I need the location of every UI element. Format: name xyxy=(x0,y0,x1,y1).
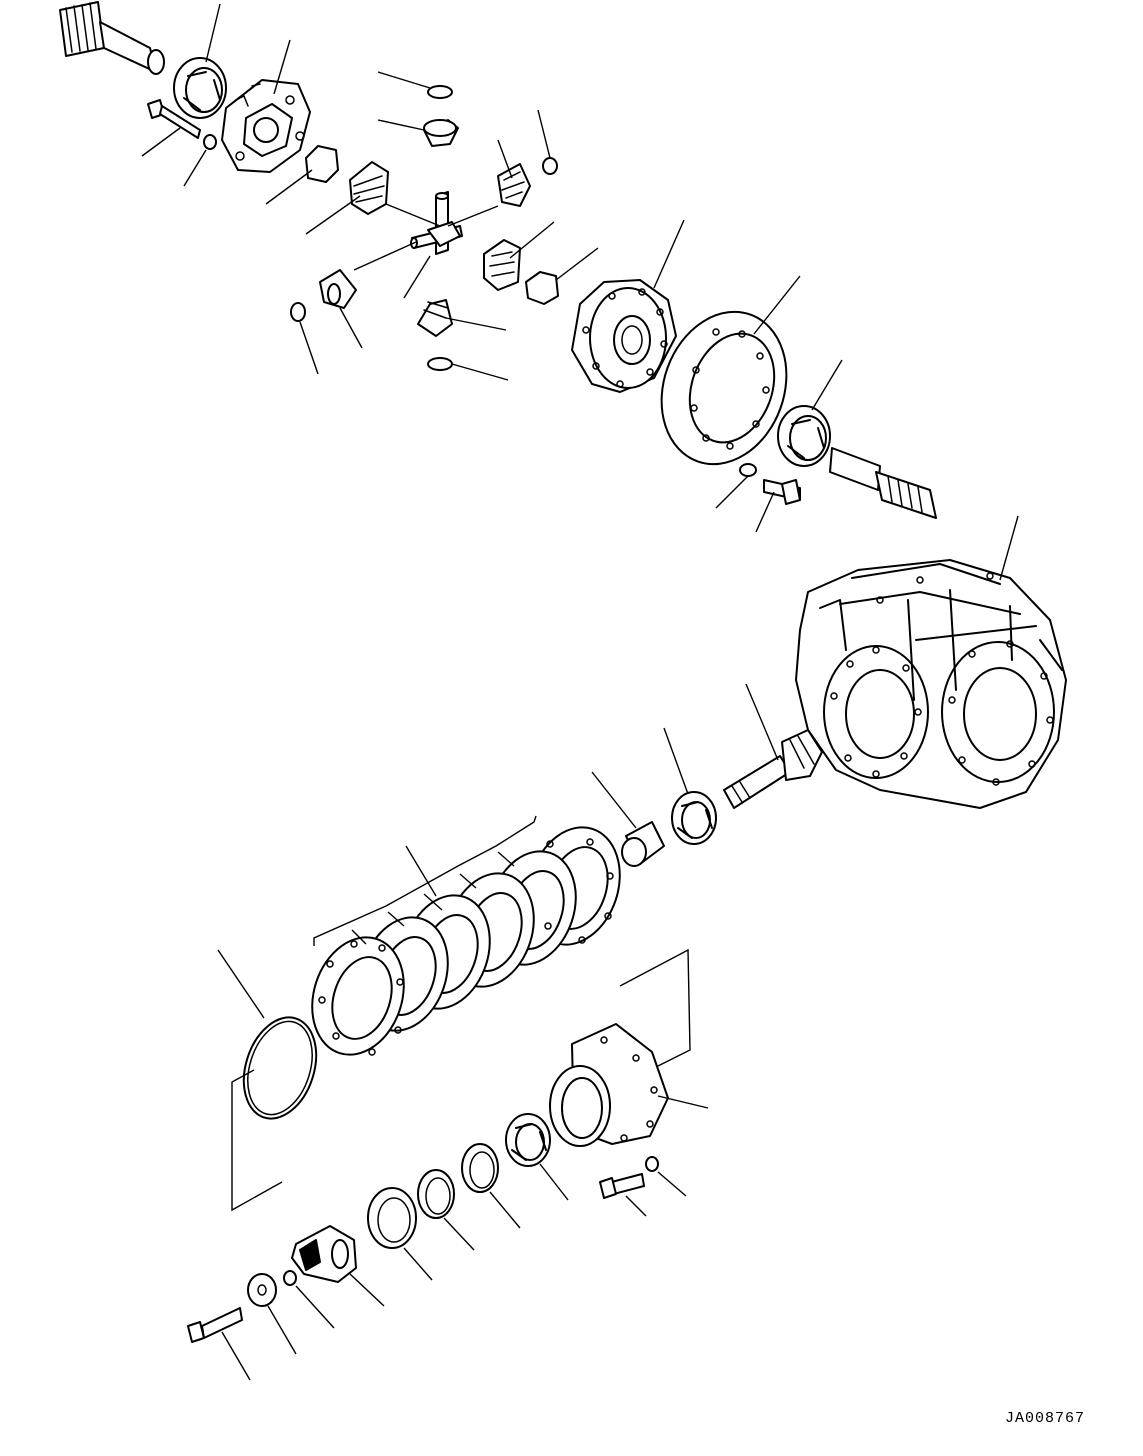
bearing-top-right xyxy=(777,405,831,467)
pinion-gear-top xyxy=(423,119,459,147)
spacer-ring-inner xyxy=(425,1177,451,1215)
pinion-gear-left xyxy=(319,269,357,309)
spacer-collar xyxy=(621,821,665,867)
washer-left-bottom xyxy=(290,302,306,322)
axle-housing xyxy=(795,559,1067,809)
thrust-washer-right xyxy=(525,271,559,305)
spacer-ring xyxy=(417,1169,455,1219)
washer-right-top xyxy=(542,157,558,175)
bearing-top-left xyxy=(173,57,227,119)
right-axle-shaft xyxy=(829,447,937,519)
pinion-gear-right xyxy=(497,163,531,207)
bearing-middle xyxy=(671,791,717,845)
washer-bottom-center xyxy=(427,357,453,371)
bolt-hub xyxy=(599,1173,645,1199)
washer-top-center xyxy=(427,85,453,99)
side-gear-left xyxy=(349,161,389,215)
side-gear-right xyxy=(483,239,521,291)
washer-bottom-hole xyxy=(257,1284,267,1296)
washer-ring-gear xyxy=(739,463,757,477)
washer-hub xyxy=(645,1156,659,1172)
o-ring-inner xyxy=(247,1020,313,1116)
differential-case-right xyxy=(571,279,677,393)
drawing-code: JA008767 xyxy=(1005,1410,1086,1427)
pinion-gear-bottom xyxy=(417,299,453,337)
bearing-lower xyxy=(505,1113,551,1167)
brake-disc-stack xyxy=(311,826,621,1056)
bearing-race xyxy=(461,1143,499,1193)
thrust-washer-left xyxy=(305,145,339,183)
spider-cross xyxy=(410,191,463,255)
bolt-top-left xyxy=(147,99,201,139)
ring-gear xyxy=(660,310,788,466)
washer-top-left xyxy=(203,134,217,150)
o-ring-small xyxy=(283,1270,297,1286)
differential-case-left xyxy=(221,79,311,173)
washer-bottom xyxy=(247,1273,277,1307)
oil-seal-inner xyxy=(377,1197,411,1243)
oil-seal xyxy=(367,1187,417,1249)
leader-lines xyxy=(141,3,1019,1381)
left-axle-shaft xyxy=(59,1,165,75)
o-ring xyxy=(242,1016,318,1120)
coupling-yoke xyxy=(291,1225,357,1283)
brake-hub xyxy=(549,1023,669,1147)
drive-pinion xyxy=(723,729,823,809)
bolt-ring-gear xyxy=(763,479,801,505)
bearing-race-inner xyxy=(469,1151,495,1189)
bolt-bottom-left xyxy=(187,1307,243,1343)
